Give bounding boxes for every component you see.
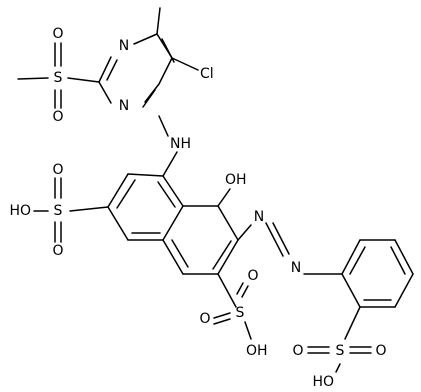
bond <box>394 239 414 275</box>
atom-n-pyrimidine-bottom: N <box>119 98 129 114</box>
atom-amine-nh: NH <box>170 136 191 152</box>
bond <box>390 246 406 275</box>
bond <box>217 188 231 207</box>
bond <box>244 321 252 340</box>
bond <box>162 205 184 241</box>
bond <box>162 239 184 275</box>
bond <box>98 81 112 104</box>
atom-o-sulfo-right-right: O <box>375 343 386 359</box>
atom-s-mesyl: S <box>54 70 63 86</box>
atom-o-mesyl-top: O <box>52 26 63 42</box>
bond <box>272 222 290 255</box>
atom-s-sulfo-left: S <box>54 203 63 219</box>
bond <box>157 181 176 208</box>
atom-n-azo-2: N <box>291 260 301 276</box>
bond <box>341 273 361 308</box>
atom-chlorine: Cl <box>200 66 214 82</box>
bond <box>335 363 341 373</box>
atom-labels: S O O N N Cl NH OH S O O HO N N S O O OH… <box>9 26 386 390</box>
bond <box>127 173 164 177</box>
bond <box>98 56 112 83</box>
atom-o-sulfo-mid-top: O <box>199 311 210 327</box>
bond <box>116 179 136 209</box>
bond <box>217 273 237 308</box>
bond <box>67 77 100 83</box>
atom-n-azo-1: N <box>254 209 264 225</box>
bond <box>341 239 361 275</box>
bond <box>142 89 156 108</box>
bond <box>69 206 109 212</box>
atom-s-sulfo-right: S <box>336 343 345 359</box>
bond-lines <box>17 7 414 373</box>
atom-hydroxyl-sulfo-left: HO <box>9 203 31 219</box>
atom-hydroxyl-sulfo-mid: OH <box>246 343 268 359</box>
atom-s-sulfo-mid: S <box>236 305 245 321</box>
bond <box>106 59 118 81</box>
bond <box>158 57 173 85</box>
bond <box>394 273 414 308</box>
atom-o-mesyl-bottom: O <box>52 109 63 125</box>
atom-o-sulfo-left-bottom: O <box>52 243 63 259</box>
bond <box>162 151 178 177</box>
bond <box>156 7 161 35</box>
bond <box>158 115 169 137</box>
bond <box>349 246 366 275</box>
bond <box>212 240 232 270</box>
atom-o-sulfo-right-left: O <box>292 343 303 359</box>
bond <box>213 318 231 325</box>
bond <box>236 282 244 295</box>
atom-n-pyrimidine-top: N <box>119 38 129 54</box>
bond <box>217 239 239 275</box>
atom-hydroxyl-sulfo-right: HO <box>312 374 334 390</box>
bond <box>107 173 129 208</box>
bond <box>171 57 199 71</box>
bond <box>265 222 284 257</box>
bond <box>213 312 231 319</box>
bond <box>237 224 252 241</box>
bond <box>107 206 129 241</box>
bond <box>171 239 189 268</box>
atom-o-sulfo-mid-right: O <box>247 268 258 284</box>
bond <box>217 205 239 241</box>
bond <box>133 33 158 45</box>
atom-o-sulfo-left-top: O <box>52 162 63 178</box>
atom-hydroxyl: OH <box>225 172 247 188</box>
bond <box>17 77 49 80</box>
bond <box>162 175 184 207</box>
bond <box>344 306 361 340</box>
bond <box>241 285 249 298</box>
